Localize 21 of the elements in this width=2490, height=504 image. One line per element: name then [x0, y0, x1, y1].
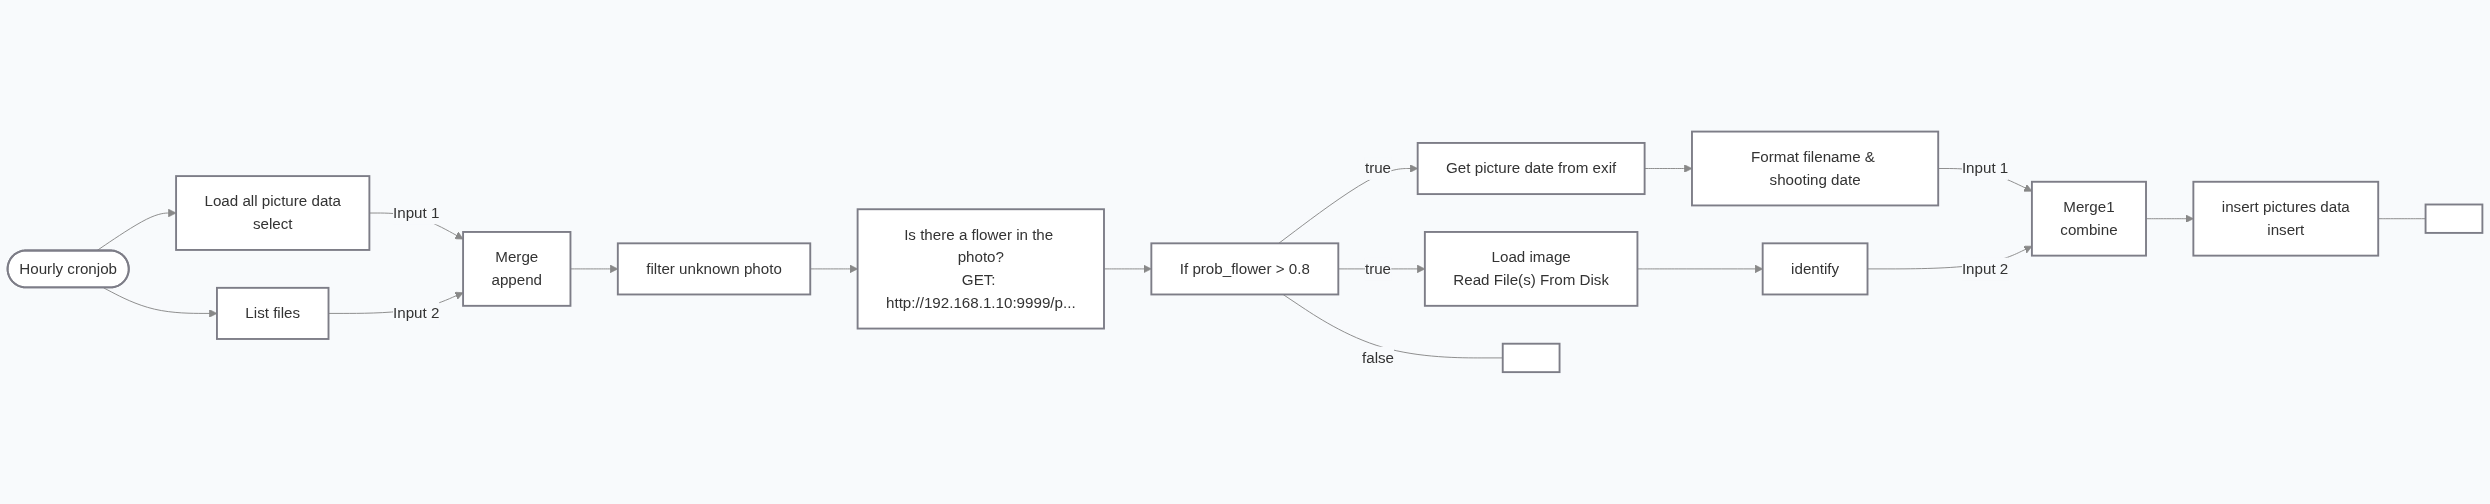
node-box: [1501, 342, 1561, 374]
node-box: [2424, 203, 2484, 234]
node-box: If prob_flower > 0.8: [1150, 242, 1340, 296]
node-box: Get picture date from exif: [1416, 142, 1646, 196]
edge-label: Input 2: [393, 305, 440, 322]
edge-label: Input 2: [1961, 260, 2009, 277]
node-box: insert pictures data insert: [2192, 180, 2380, 257]
node-box: Load image Read File(s) From Disk: [1423, 231, 1639, 307]
node-box: Load all picture data select: [175, 175, 371, 252]
edge-label: Input 1: [393, 204, 440, 221]
node-box: List files: [216, 287, 330, 341]
edge-label: false: [1361, 349, 1394, 366]
node-box: Merge append: [462, 231, 572, 307]
edge-label: Input 1: [1961, 160, 2009, 177]
edge-label: true: [1364, 260, 1392, 277]
node-box: Format filename & shooting date: [1691, 130, 1940, 207]
node-box: Merge1 combine: [2030, 180, 2147, 257]
node-box: Is there a flower in the photo? GET: http://192.168.1.10:9999/p...: [856, 208, 1105, 330]
edge-label: true: [1364, 160, 1392, 177]
node-box: identify: [1761, 242, 1869, 296]
node-box: filter unknown photo: [616, 242, 812, 296]
